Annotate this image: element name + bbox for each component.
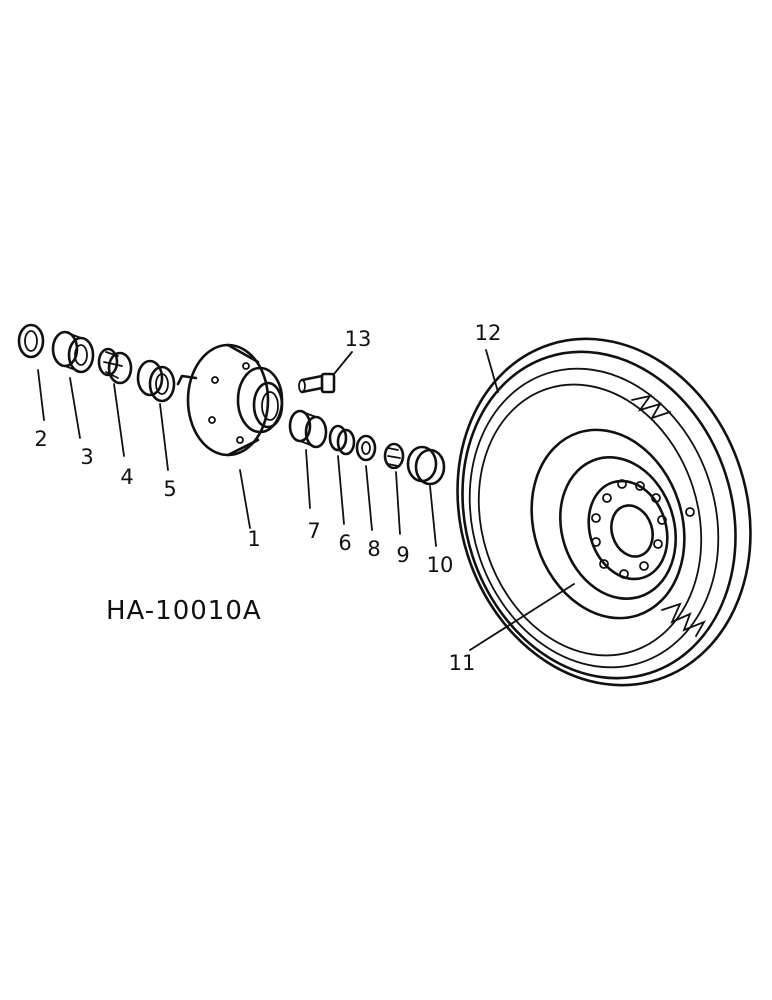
callout-2: 2	[34, 427, 47, 451]
part-12-tire	[456, 337, 752, 687]
callout-9: 9	[396, 543, 409, 567]
callout-3: 3	[80, 445, 93, 469]
part-2-seal	[17, 323, 45, 359]
drawing-code-label: HA-10010A	[106, 596, 262, 626]
part-9-nut	[383, 442, 405, 470]
callout-1: 1	[247, 527, 260, 551]
callout-8: 8	[367, 537, 380, 561]
part-13-bolt	[298, 372, 336, 394]
part-11-wheel	[530, 428, 695, 620]
part-3-bearing-cup	[51, 330, 95, 374]
part-10-dust-cap	[406, 445, 446, 486]
part-6-bearing-cone	[328, 424, 356, 456]
callout-10: 10	[427, 553, 454, 577]
callout-11: 11	[449, 651, 476, 675]
callout-13: 13	[345, 327, 372, 351]
part-5-bearing-cup	[136, 359, 176, 403]
part-1-hub	[176, 343, 284, 457]
callout-12: 12	[475, 321, 502, 345]
callout-7: 7	[307, 519, 320, 543]
part-7-bearing-cup	[288, 409, 328, 449]
leader-lines	[37, 349, 575, 651]
part-4-bearing-cone	[97, 347, 133, 385]
callout-4: 4	[120, 465, 133, 489]
callout-6: 6	[338, 531, 351, 555]
part-8-washer	[355, 434, 377, 462]
callout-5: 5	[163, 477, 176, 501]
